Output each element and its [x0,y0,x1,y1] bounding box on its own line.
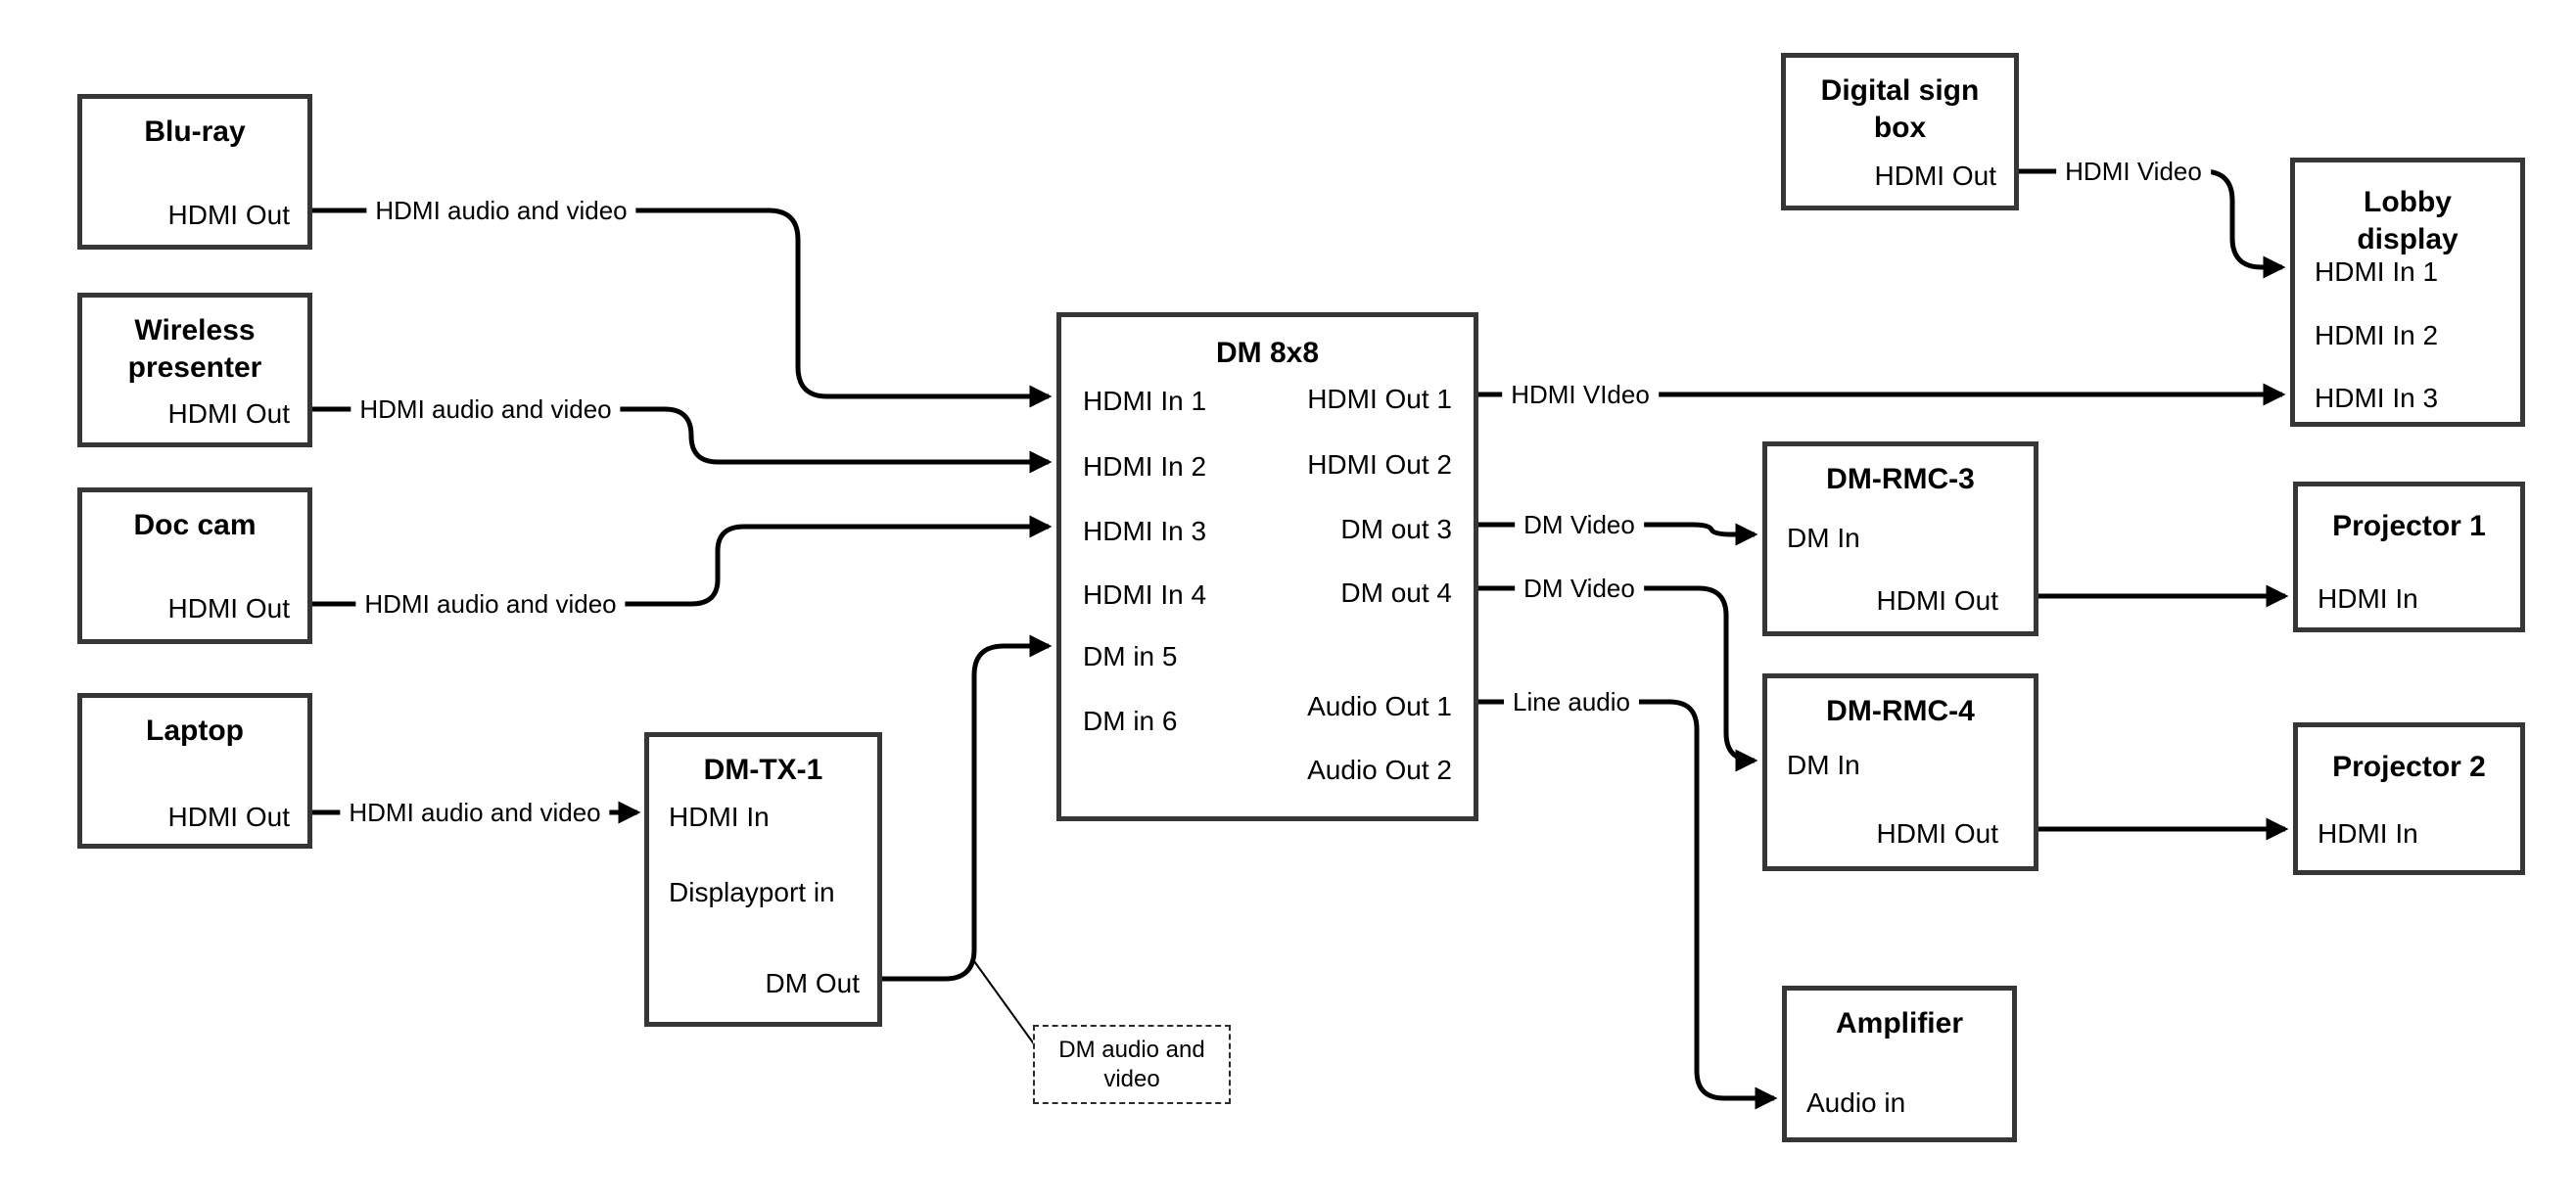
port-dmrmc4-hdmi-out: HDMI Out [1876,818,1998,849]
wire-dm8x8-out4-to-rmc4 [1478,585,1758,772]
port-wireless-hdmi-out: HDMI Out [167,398,290,429]
node-bluray-title: Blu-ray [144,115,246,148]
node-dmrmc3-title: DM-RMC-3 [1826,463,1975,495]
wire-label-laptop-to-tx: HDMI audio and video [340,796,610,829]
port-dm8x8-hdmi-in-3: HDMI In 3 [1083,516,1207,546]
node-lobby-display: Lobby display HDMI In 1 HDMI In 2 HDMI I… [2290,158,2525,427]
wire-dmtx1-to-dm8x8-in5 [882,634,1053,982]
node-dm-rmc-4: DM-RMC-4 DM In HDMI Out [1762,673,2038,871]
node-proj1-title: Projector 1 [2332,510,2486,542]
port-dmtx1-dm-out: DM Out [765,968,860,998]
wire-label-bluray-to-dm: HDMI audio and video [366,194,636,227]
wire-sign-to-lobby-in1 [2018,168,2286,279]
port-doccam-hdmi-out: HDMI Out [167,593,290,624]
port-proj2-hdmi-in: HDMI In [2318,818,2418,849]
port-dm8x8-dm-out-4: DM out 4 [1340,577,1452,608]
port-lobby-hdmi-in-3: HDMI In 3 [2315,383,2439,413]
node-dmtx1-title: DM-TX-1 [703,754,823,786]
port-dm8x8-hdmi-in-1: HDMI In 1 [1083,386,1207,416]
node-dm-rmc-3: DM-RMC-3 DM In HDMI Out [1762,441,2038,636]
port-dm8x8-hdmi-out-1: HDMI Out 1 [1307,384,1452,414]
port-dmrmc4-dm-in: DM In [1787,750,1860,780]
wire-doccam-to-dm8x8-in3 [312,515,1053,607]
node-digitalsign-title: Digital sign box [1820,74,1980,144]
port-dm8x8-dm-in-6: DM in 6 [1083,706,1178,736]
port-dm8x8-hdmi-in-4: HDMI In 4 [1083,579,1207,610]
node-projector-2: Projector 2 HDMI In [2293,722,2525,875]
port-dm8x8-hdmi-out-2: HDMI Out 2 [1307,449,1452,480]
node-amplifier: Amplifier Audio in [1782,986,2017,1142]
port-dm8x8-hdmi-in-2: HDMI In 2 [1083,451,1207,482]
wire-dm8x8-audio1-to-amplifier [1478,699,1778,1110]
node-bluray: Blu-ray HDMI Out [77,94,312,250]
port-lobby-hdmi-in-1: HDMI In 1 [2315,256,2439,287]
node-dmrmc4-title: DM-RMC-4 [1826,695,1975,727]
node-dm-8x8: DM 8x8 HDMI In 1 HDMI In 2 HDMI In 3 HDM… [1056,312,1478,821]
wire-label-sign-to-lobby: HDMI Video [2056,155,2211,188]
port-digitalsign-hdmi-out: HDMI Out [1874,161,1996,191]
node-laptop: Laptop HDMI Out [77,693,312,849]
wire-wireless-to-dm8x8-in2 [312,406,1053,474]
node-digital-sign-box: Digital sign box HDMI Out [1781,53,2019,210]
callout-leader-line [973,960,1036,1046]
port-laptop-hdmi-out: HDMI Out [167,802,290,832]
node-dm8x8-title: DM 8x8 [1215,337,1320,369]
wire-label-wireless-to-dm: HDMI audio and video [351,393,621,426]
port-dm8x8-dm-out-3: DM out 3 [1340,514,1452,544]
node-doccam-title: Doc cam [133,509,257,541]
node-proj2-title: Projector 2 [2332,751,2486,783]
port-proj1-hdmi-in: HDMI In [2318,583,2418,614]
port-lobby-hdmi-in-2: HDMI In 2 [2315,320,2439,350]
port-dm8x8-audio-out-2: Audio Out 2 [1307,755,1452,785]
port-amplifier-audio-in: Audio in [1806,1087,1906,1118]
port-dmtx1-displayport-in: Displayport in [669,877,835,907]
port-bluray-hdmi-out: HDMI Out [167,200,290,230]
node-doc-cam: Doc cam HDMI Out [77,487,312,644]
port-dmrmc3-dm-in: DM In [1787,523,1860,553]
node-amplifier-title: Amplifier [1835,1007,1964,1039]
node-wireless-presenter: Wireless presenter HDMI Out [77,293,312,447]
wire-label-hdmiout1-to-lobby: HDMI VIdeo [1502,378,1659,411]
node-laptop-title: Laptop [146,715,244,747]
wire-dm8x8-out3-to-rmc3 [1478,522,1758,546]
port-dm8x8-audio-out-1: Audio Out 1 [1307,691,1452,721]
wire-label-dmout3-to-rmc3: DM Video [1515,508,1644,541]
port-dmrmc3-hdmi-out: HDMI Out [1876,585,1998,616]
wire-label-audioout1-to-amp: Line audio [1504,685,1639,718]
node-dm-tx-1: DM-TX-1 HDMI In Displayport in DM Out [644,732,882,1027]
port-dm8x8-dm-in-5: DM in 5 [1083,641,1178,671]
node-lobby-title: Lobby display [2357,186,2459,255]
wire-label-dmout4-to-rmc4: DM Video [1515,572,1644,605]
wire-label-doccam-to-dm: HDMI audio and video [355,587,626,621]
node-wireless-title: Wireless presenter [127,314,262,384]
wire-bluray-to-dm8x8-in1 [312,208,1053,408]
node-projector-1: Projector 1 HDMI In [2293,482,2525,632]
port-dmtx1-hdmi-in: HDMI In [669,802,770,832]
callout-dm-audio-and-video: DM audio and video [1033,1025,1231,1104]
